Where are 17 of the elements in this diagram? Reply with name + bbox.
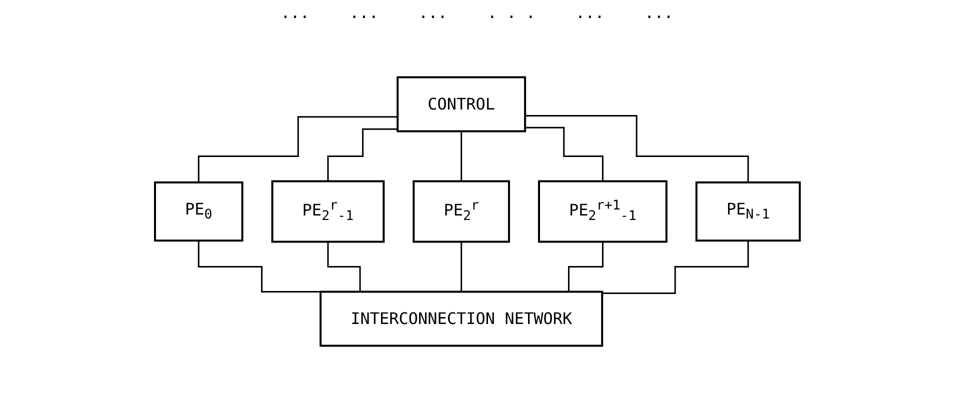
connector bbox=[460, 130, 462, 182]
connector bbox=[524, 115, 748, 184]
node-box: CONTROL bbox=[396, 76, 526, 132]
ellipsis-text: ... bbox=[418, 2, 448, 22]
node-box: INTERCONNECTION NETWORK bbox=[319, 290, 603, 347]
node-box: PE$_{0}$ bbox=[154, 181, 243, 242]
ellipsis-text: ... bbox=[576, 2, 604, 22]
connector bbox=[326, 128, 398, 182]
ellipsis-text: ... bbox=[280, 2, 310, 22]
ellipsis-text: . . . bbox=[487, 2, 536, 22]
connector bbox=[460, 241, 462, 292]
ellipsis-text: ... bbox=[644, 2, 674, 22]
connector bbox=[524, 126, 604, 182]
node-box: PE$_{N-1}$ bbox=[695, 181, 800, 242]
connector bbox=[198, 116, 398, 184]
connector bbox=[602, 240, 748, 294]
ellipsis-text: ... bbox=[350, 2, 378, 22]
